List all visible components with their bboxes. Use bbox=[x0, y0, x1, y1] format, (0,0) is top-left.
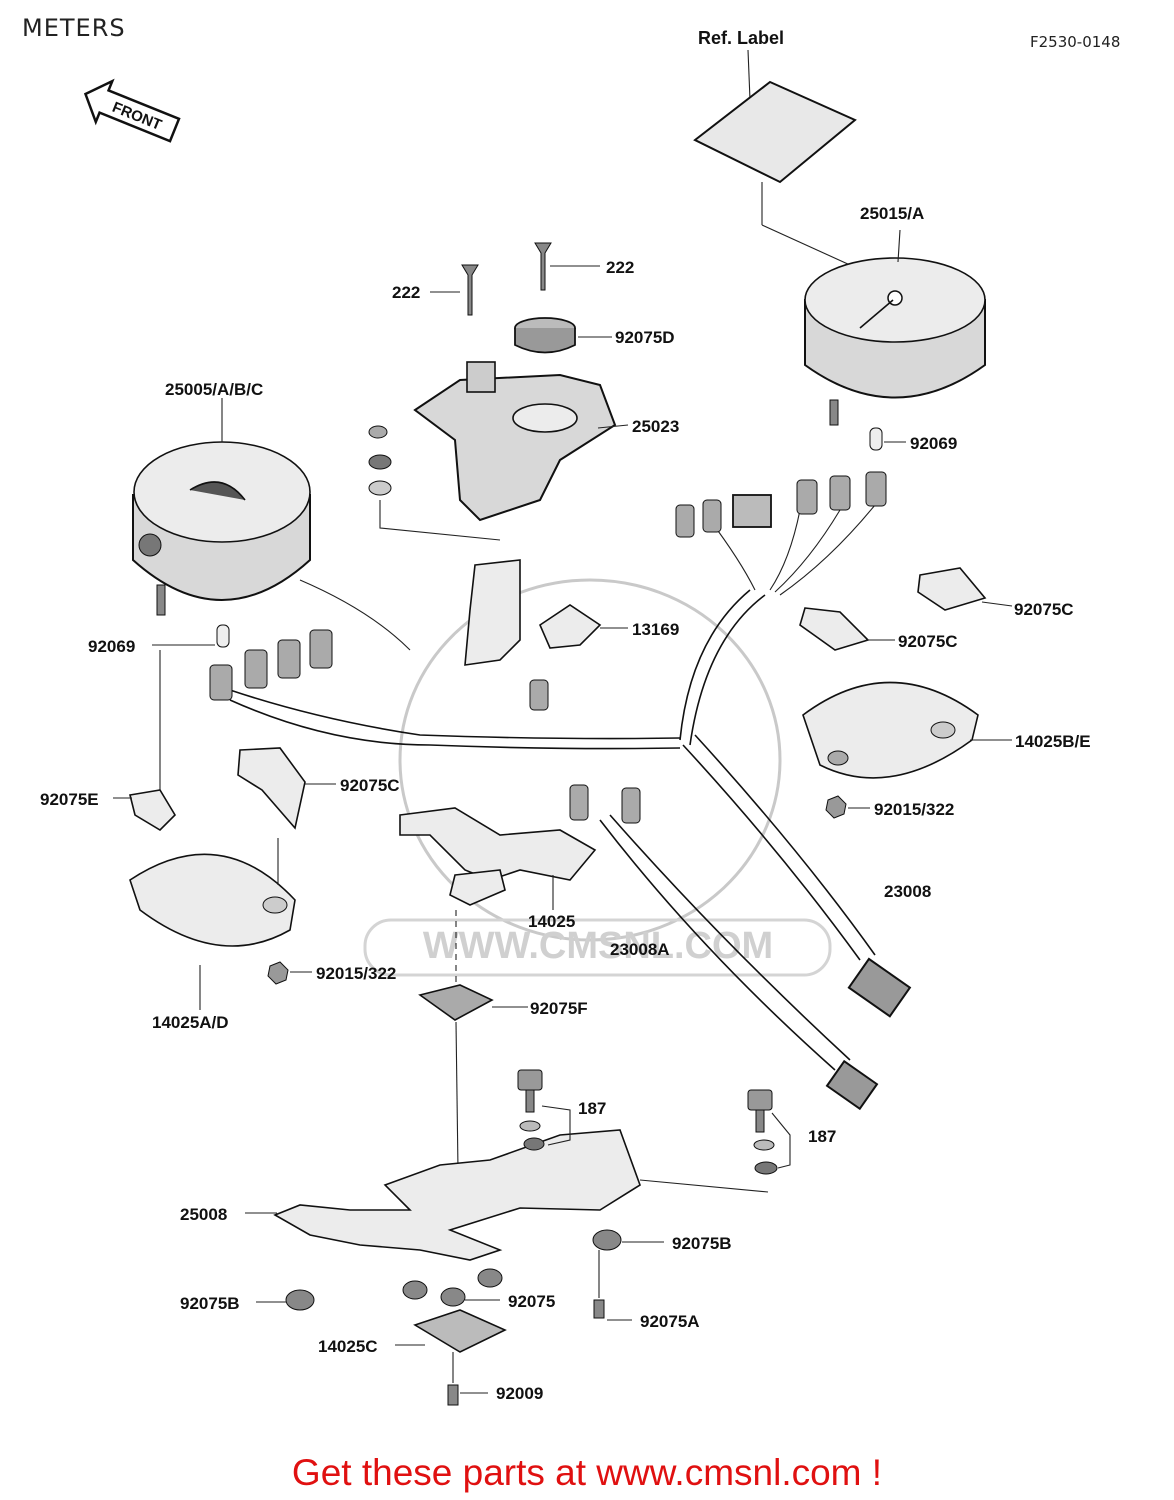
watermark-text: WWW.CMSNL.COM bbox=[423, 925, 773, 967]
bolts-187 bbox=[517, 1069, 791, 1175]
label-92015-322-right: 92015/322 bbox=[874, 800, 955, 819]
bulb-sockets-left bbox=[152, 624, 333, 790]
label-92075b-right: 92075B bbox=[672, 1234, 732, 1253]
label-92069-left: 92069 bbox=[88, 637, 136, 656]
label-14025: 14025 bbox=[528, 912, 576, 931]
tachometer-gauge bbox=[804, 229, 986, 426]
ref-label-sheet bbox=[693, 49, 857, 266]
label-92075c-left: 92075C bbox=[340, 776, 400, 795]
mounting-plate-25008 bbox=[245, 1129, 769, 1261]
label-92075f: 92075F bbox=[530, 999, 588, 1018]
dampers-and-fasteners bbox=[256, 1229, 664, 1321]
label-92009: 92009 bbox=[496, 1384, 544, 1403]
label-14025ad: 14025A/D bbox=[152, 1013, 229, 1032]
label-222-left: 222 bbox=[392, 283, 421, 302]
label-187-left: 187 bbox=[578, 1099, 607, 1118]
label-92075: 92075 bbox=[508, 1292, 556, 1311]
indicator-bracket-13169 bbox=[464, 559, 628, 666]
label-25015a: 25015/A bbox=[860, 204, 925, 223]
label-25023: 25023 bbox=[632, 417, 680, 436]
watermark-logo: WWW.CMSNL.COM bbox=[363, 578, 832, 977]
label-92075e: 92075E bbox=[40, 790, 99, 809]
meter-housing bbox=[413, 361, 629, 522]
bulb-sockets-right bbox=[675, 427, 906, 538]
cushion-rubbers bbox=[113, 567, 1013, 832]
plate-14025c bbox=[395, 1309, 507, 1406]
label-92075d: 92075D bbox=[615, 328, 675, 347]
label-14025c: 14025C bbox=[318, 1337, 378, 1356]
label-222-right: 222 bbox=[606, 258, 635, 277]
bulb-sockets-center bbox=[529, 679, 641, 824]
ref-label: Ref. Label bbox=[698, 28, 785, 48]
page-title: METERS bbox=[22, 14, 126, 42]
front-arrow-icon: FRONT bbox=[83, 78, 181, 143]
housing-small-parts bbox=[368, 425, 501, 541]
label-25005abc: 25005/A/B/C bbox=[165, 380, 264, 399]
label-187-right: 187 bbox=[808, 1127, 837, 1146]
label-92075a: 92075A bbox=[640, 1312, 700, 1331]
label-92075b-left: 92075B bbox=[180, 1294, 240, 1313]
label-13169: 13169 bbox=[632, 620, 680, 639]
meter-bracket-14025 bbox=[399, 807, 597, 910]
label-92015-322-left: 92015/322 bbox=[316, 964, 397, 983]
grommet-92075d bbox=[514, 317, 612, 354]
promo-footer-link[interactable]: Get these parts at www.cmsnl.com ! bbox=[291, 1452, 883, 1493]
figure-code: F2530-0148 bbox=[1030, 33, 1121, 51]
label-92075c-right-lower: 92075C bbox=[898, 632, 958, 651]
wire-harness bbox=[229, 494, 912, 1111]
nuts-92015 bbox=[267, 795, 870, 985]
label-23008: 23008 bbox=[884, 882, 932, 901]
label-92075c-right-upper: 92075C bbox=[1014, 600, 1074, 619]
label-25008: 25008 bbox=[180, 1205, 228, 1224]
label-14025be: 14025B/E bbox=[1015, 732, 1091, 751]
bolts-222 bbox=[430, 242, 600, 316]
label-23008a: 23008A bbox=[610, 940, 670, 959]
speedometer-gauge bbox=[132, 398, 311, 616]
pad-92075f bbox=[418, 910, 528, 1171]
meter-cases bbox=[129, 681, 1012, 1010]
label-92069-right: 92069 bbox=[910, 434, 958, 453]
